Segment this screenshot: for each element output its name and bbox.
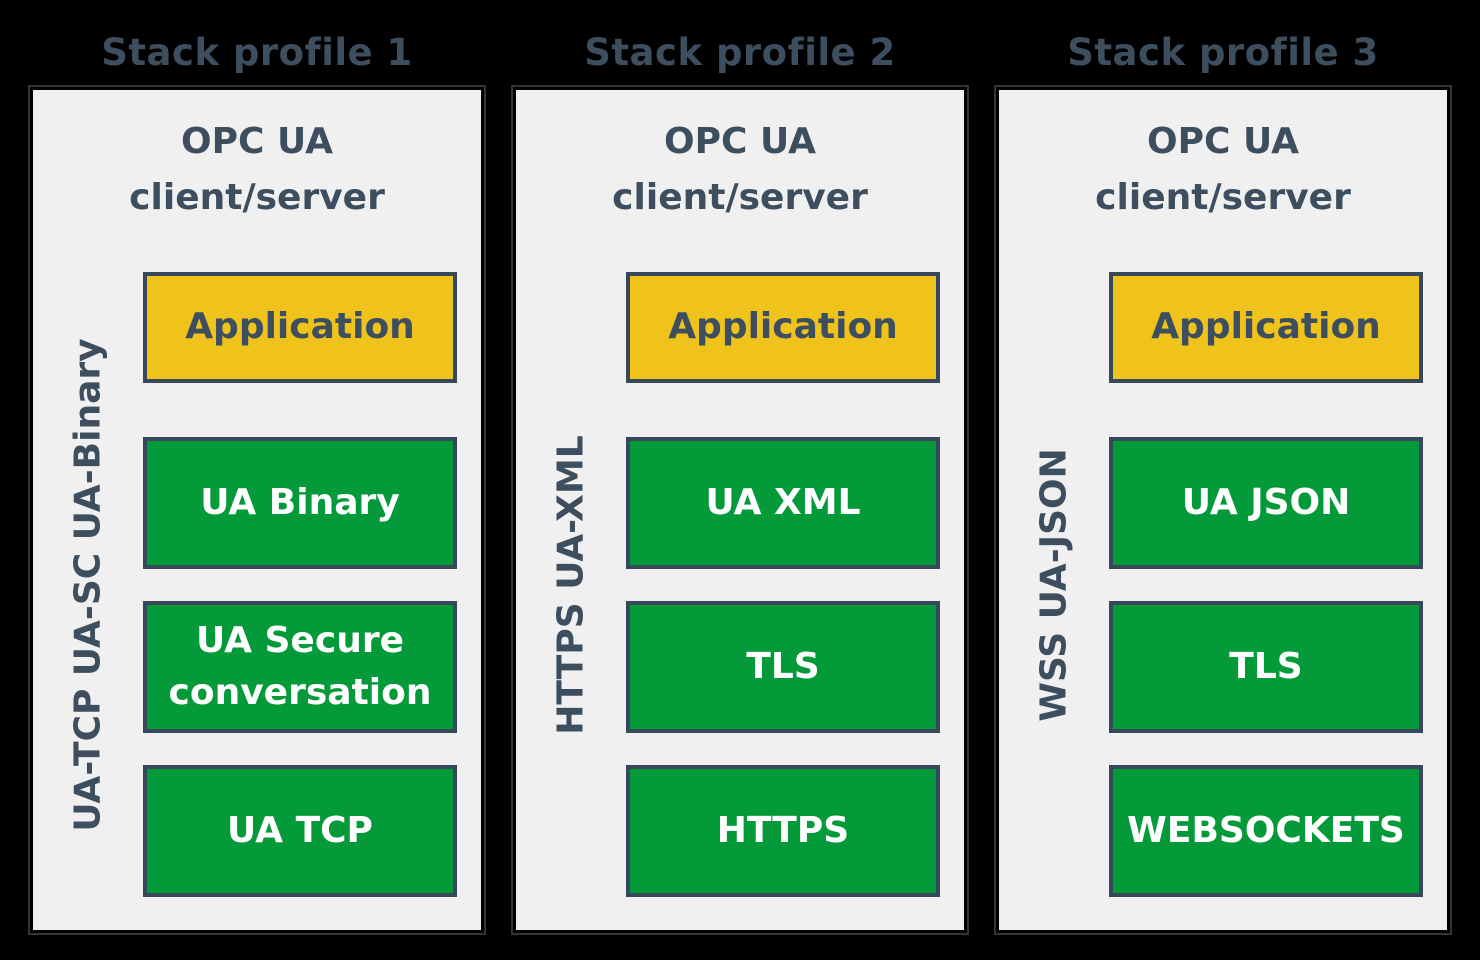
stack-profile-2-title: Stack profile 2 — [584, 31, 896, 74]
application-layer-box: Application — [626, 272, 940, 383]
ua-xml-layer-box: UA XML — [626, 437, 940, 569]
stack-profile-3-title-row: Stack profile 3 — [999, 0, 1447, 90]
heading-line-1: OPC UA — [181, 121, 333, 162]
stack-profile-3-side-label-area: WSS UA-JSON — [999, 272, 1109, 897]
stack-profile-1-layer-stack: Application UA Binary UA Secure conversa… — [143, 272, 457, 897]
stack-profiles-diagram: Stack profile 1 OPC UA client/server UA-… — [28, 0, 1452, 935]
stack-profile-1-title-row: Stack profile 1 — [33, 0, 481, 90]
tls-layer-box: TLS — [626, 601, 940, 733]
stack-profile-1-column: Stack profile 1 OPC UA client/server UA-… — [28, 0, 486, 935]
stack-profile-2-panel: OPC UA client/server HTTPS UA-XML Applic… — [511, 85, 969, 935]
stack-profile-2-title-row: Stack profile 2 — [516, 0, 964, 90]
heading-line-1: OPC UA — [664, 121, 816, 162]
ua-binary-layer-box: UA Binary — [143, 437, 457, 569]
ua-json-layer-box: UA JSON — [1109, 437, 1423, 569]
ua-secure-conversation-layer-box: UA Secure conversation — [143, 601, 457, 733]
heading-line-2: client/server — [1095, 176, 1351, 218]
heading-line-1: OPC UA — [1147, 121, 1299, 162]
stack-profile-3-side-label: WSS UA-JSON — [1033, 447, 1075, 722]
stack-profile-1-side-label-area: UA-TCP UA-SC UA-Binary — [33, 272, 143, 897]
tls-layer-box: TLS — [1109, 601, 1423, 733]
heading-line-2: client/server — [129, 176, 385, 218]
ua-tcp-layer-box: UA TCP — [143, 765, 457, 897]
stack-profile-2-heading: OPC UA client/server — [516, 90, 964, 226]
stack-profile-3-column: Stack profile 3 OPC UA client/server WSS… — [994, 0, 1452, 935]
stack-profile-1-heading: OPC UA client/server — [33, 90, 481, 226]
stack-profile-2-side-label-area: HTTPS UA-XML — [516, 272, 626, 897]
websockets-layer-box: WEBSOCKETS — [1109, 765, 1423, 897]
https-layer-box: HTTPS — [626, 765, 940, 897]
application-layer-box: Application — [1109, 272, 1423, 383]
stack-profile-3-heading: OPC UA client/server — [999, 90, 1447, 226]
heading-line-2: client/server — [612, 176, 868, 218]
stack-profile-3-panel: OPC UA client/server WSS UA-JSON Applica… — [994, 85, 1452, 935]
stack-profile-3-title: Stack profile 3 — [1067, 31, 1379, 74]
stack-profile-2-layer-stack: Application UA XML TLS HTTPS — [626, 272, 940, 897]
stack-profile-1-side-label: UA-TCP UA-SC UA-Binary — [67, 337, 109, 832]
stack-profile-2-column: Stack profile 2 OPC UA client/server HTT… — [511, 0, 969, 935]
application-layer-box: Application — [143, 272, 457, 383]
stack-profile-1-panel: OPC UA client/server UA-TCP UA-SC UA-Bin… — [28, 85, 486, 935]
stack-profile-1-title: Stack profile 1 — [101, 31, 413, 74]
stack-profile-3-layer-stack: Application UA JSON TLS WEBSOCKETS — [1109, 272, 1423, 897]
stack-profile-2-side-label: HTTPS UA-XML — [550, 434, 592, 735]
